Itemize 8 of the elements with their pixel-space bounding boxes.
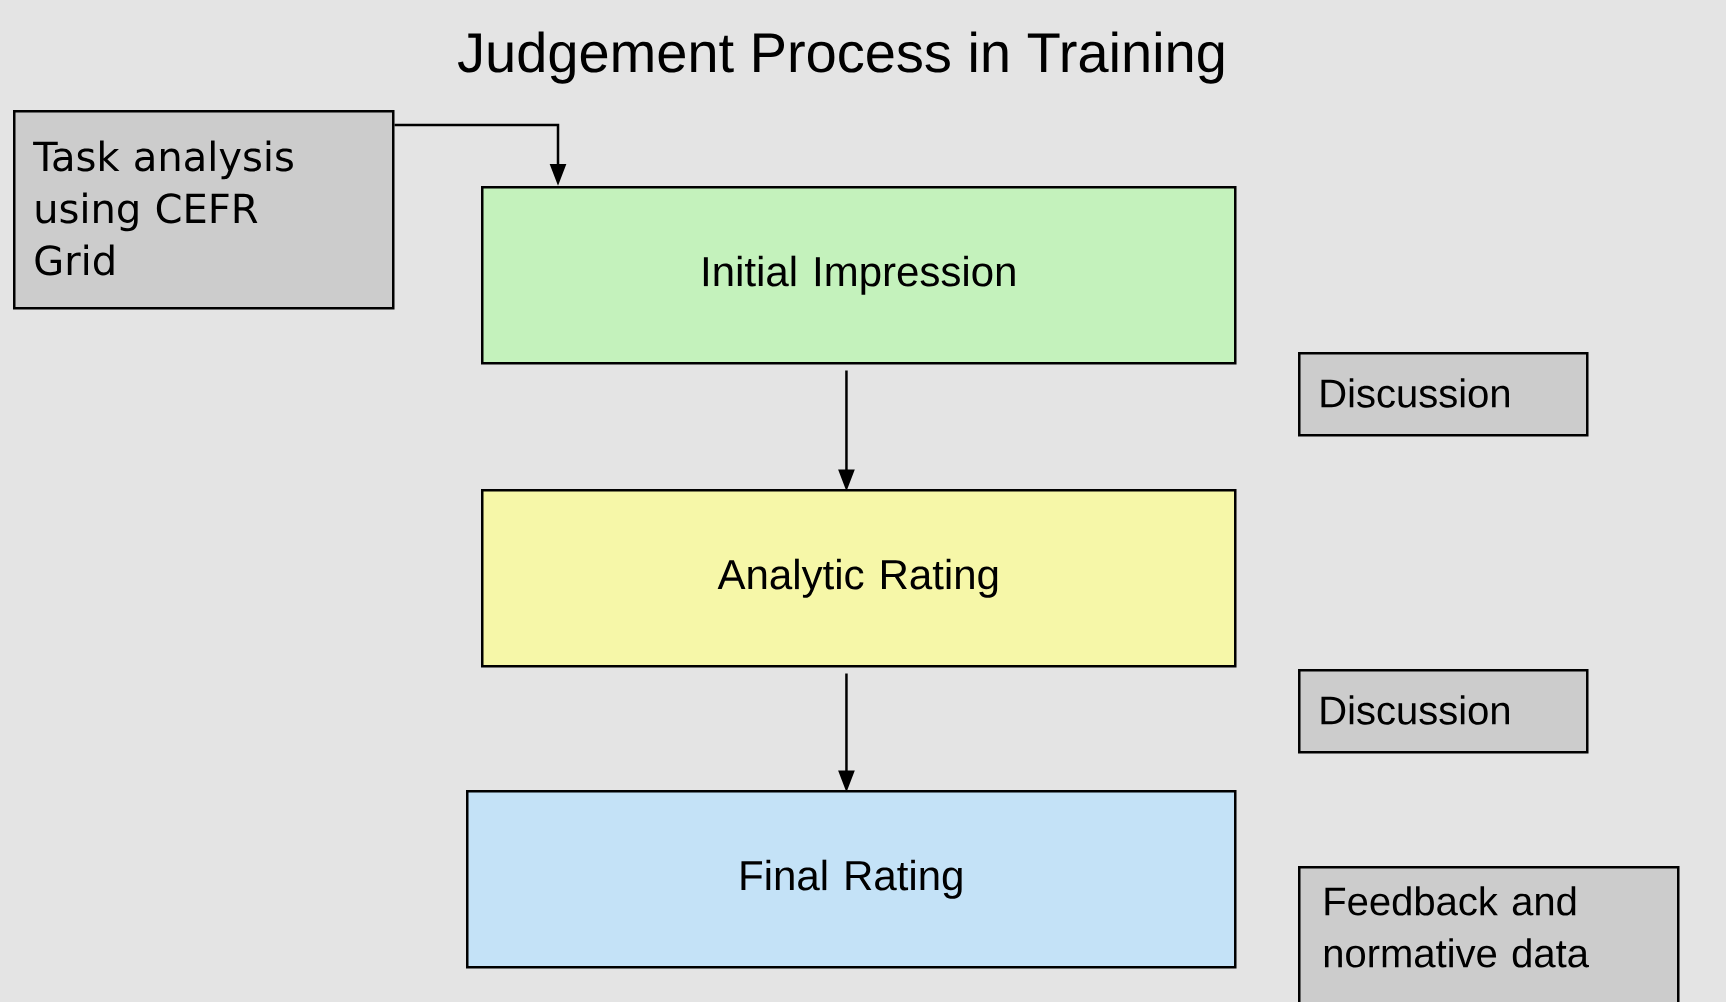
process-box: Initial Impression [481,186,1237,365]
note-box: Feedback and normative data [1298,866,1680,1002]
note-box: Discussion [1298,669,1589,754]
process-box: Analytic Rating [481,489,1237,668]
note-box: Discussion [1298,352,1589,437]
process-box: Final Rating [466,790,1237,969]
title: Judgement Process in Training [457,31,1224,84]
input-box: Task analysis using CEFR Grid [13,110,395,310]
